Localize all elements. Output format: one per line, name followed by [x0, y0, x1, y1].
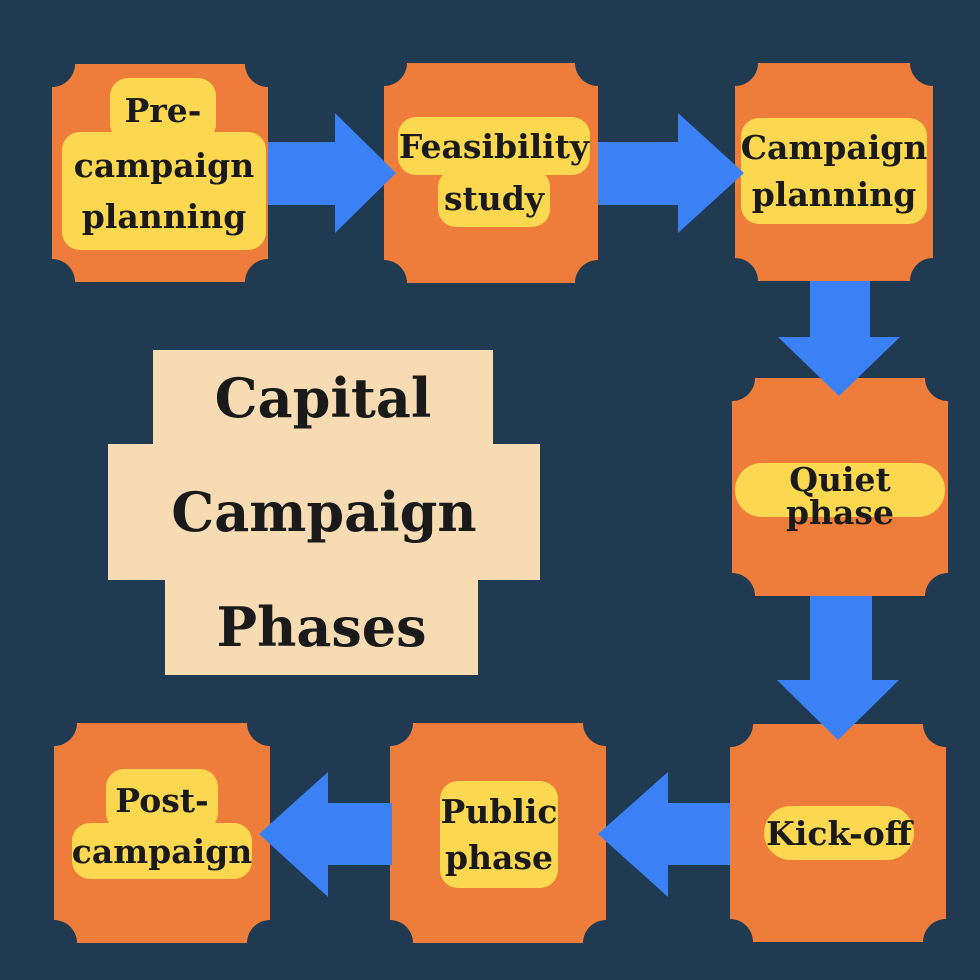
corner-notch	[910, 258, 956, 304]
corner-notch	[361, 260, 407, 306]
title-line-3: Phases	[165, 579, 478, 675]
arrow-down-icon-quiet-phase-to-kick-off	[777, 596, 899, 740]
corner-notch	[910, 40, 956, 86]
corner-notch	[923, 919, 969, 965]
node-label: study	[438, 169, 550, 227]
node-label: Quiet phase	[735, 463, 945, 529]
corner-notch	[29, 41, 75, 87]
label-line: Public	[440, 791, 558, 831]
corner-notch	[245, 41, 291, 87]
node-label: campaign	[72, 823, 252, 879]
node-label: Feasibility	[398, 117, 590, 175]
label-line: Post-	[115, 780, 209, 820]
corner-notch	[707, 701, 753, 747]
corner-notch	[707, 919, 753, 965]
node-label: Kick-off	[764, 806, 914, 860]
corner-notch	[712, 40, 758, 86]
label-line: planning	[751, 174, 917, 214]
arrow-left-icon-kick-off-to-public-phase	[598, 772, 730, 897]
label-line: campaign	[73, 146, 255, 186]
label-line: campaign	[71, 831, 253, 871]
node-pre-campaign-planning: Pre- campaign planning	[29, 41, 291, 305]
corner-notch	[367, 920, 413, 966]
title-line-2: Campaign	[108, 444, 540, 580]
corner-notch	[367, 700, 413, 746]
title-block: Capital Campaign Phases	[108, 350, 540, 675]
label-line: Pre-	[124, 90, 202, 130]
node-label: Campaign planning	[741, 118, 927, 224]
label-line: Kick-off	[766, 813, 912, 853]
corner-notch	[247, 700, 293, 746]
node-campaign-planning: Campaign planning	[712, 40, 956, 304]
corner-notch	[361, 40, 407, 86]
corner-notch	[712, 258, 758, 304]
node-label: Public phase	[440, 781, 558, 888]
corner-notch	[583, 920, 629, 966]
node-public-phase: Public phase	[367, 700, 629, 966]
corner-notch	[583, 700, 629, 746]
corner-notch	[925, 355, 971, 401]
corner-notch	[575, 40, 621, 86]
label-line: Feasibility	[398, 126, 590, 166]
corner-notch	[31, 920, 77, 966]
label-line: phase	[444, 838, 554, 878]
label-line: Campaign	[740, 128, 928, 168]
label-line: planning	[81, 196, 247, 236]
corner-notch	[575, 260, 621, 306]
node-post-campaign: Post- campaign	[31, 700, 293, 966]
arrow-right-icon-pre-to-feasibility	[268, 113, 396, 233]
node-label: Pre-	[110, 78, 216, 142]
arrow-left-icon-public-phase-to-post-campaign	[259, 772, 392, 897]
label-line: study	[443, 178, 545, 218]
corner-notch	[709, 573, 755, 619]
corner-notch	[29, 259, 75, 305]
label-line: Quiet phase	[785, 460, 895, 532]
node-kick-off: Kick-off	[707, 701, 969, 965]
node-quiet-phase: Quiet phase	[709, 355, 971, 619]
corner-notch	[247, 920, 293, 966]
corner-notch	[709, 355, 755, 401]
node-label: Post-	[106, 769, 218, 831]
node-label: campaign planning	[62, 132, 266, 250]
corner-notch	[245, 259, 291, 305]
corner-notch	[925, 573, 971, 619]
corner-notch	[31, 700, 77, 746]
arrow-right-icon-feasibility-to-campaign-planning	[598, 113, 744, 233]
node-feasibility-study: Feasibility study	[361, 40, 621, 306]
title-line-1: Capital	[153, 350, 493, 446]
corner-notch	[923, 701, 969, 747]
